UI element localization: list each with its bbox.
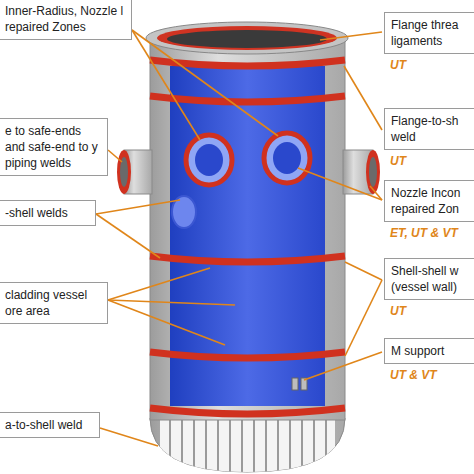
flange xyxy=(146,22,348,54)
callout-text: Nozzle Incon repaired Zon xyxy=(391,185,469,217)
callout-text: a-to-shell weld xyxy=(5,417,93,433)
callout-text: -shell welds xyxy=(5,205,89,221)
callout-box: cladding vessel ore area xyxy=(0,282,108,324)
callout-box: Inner-Radius, Nozzle l repaired Zones xyxy=(0,0,132,40)
flange-threads xyxy=(157,26,337,50)
leader-lines xyxy=(96,30,382,446)
callout-box: -shell welds xyxy=(0,200,96,226)
callout-text: Inner-Radius, Nozzle l repaired Zones xyxy=(5,3,125,35)
nozzle-openings xyxy=(172,133,310,228)
callout-box: Nozzle Incon repaired Zon xyxy=(384,180,474,222)
vessel-shell xyxy=(150,40,345,420)
callout-box: e to safe-ends and safe-end to y piping … xyxy=(0,118,108,176)
callout-text: e to safe-ends and safe-end to y piping … xyxy=(5,123,101,171)
callout-box: M support xyxy=(384,338,474,364)
callout-box: Flange-to-sh weld xyxy=(384,108,474,150)
callout-box: Shell-shell w (vessel wall) xyxy=(384,258,474,300)
left-nozzle xyxy=(117,150,152,194)
inspection-method: UT xyxy=(390,58,406,72)
inspection-method: UT xyxy=(390,154,406,168)
inspection-method: ET, UT & VT xyxy=(390,226,458,240)
callout-text: Flange-to-sh weld xyxy=(391,113,469,145)
callout-text: cladding vessel ore area xyxy=(5,287,101,319)
callout-text: Flange threa ligaments xyxy=(391,17,469,49)
callout-box: Flange threa ligaments xyxy=(384,12,474,54)
vessel-opening xyxy=(167,30,327,48)
inspection-method: UT xyxy=(390,304,406,318)
head-penetrations xyxy=(160,420,335,472)
bottom-head xyxy=(150,418,345,472)
callout-text: Shell-shell w (vessel wall) xyxy=(391,263,469,295)
inspection-method: UT & VT xyxy=(390,368,437,382)
callout-text: M support xyxy=(391,343,469,359)
callout-box: a-to-shell weld xyxy=(0,412,100,438)
